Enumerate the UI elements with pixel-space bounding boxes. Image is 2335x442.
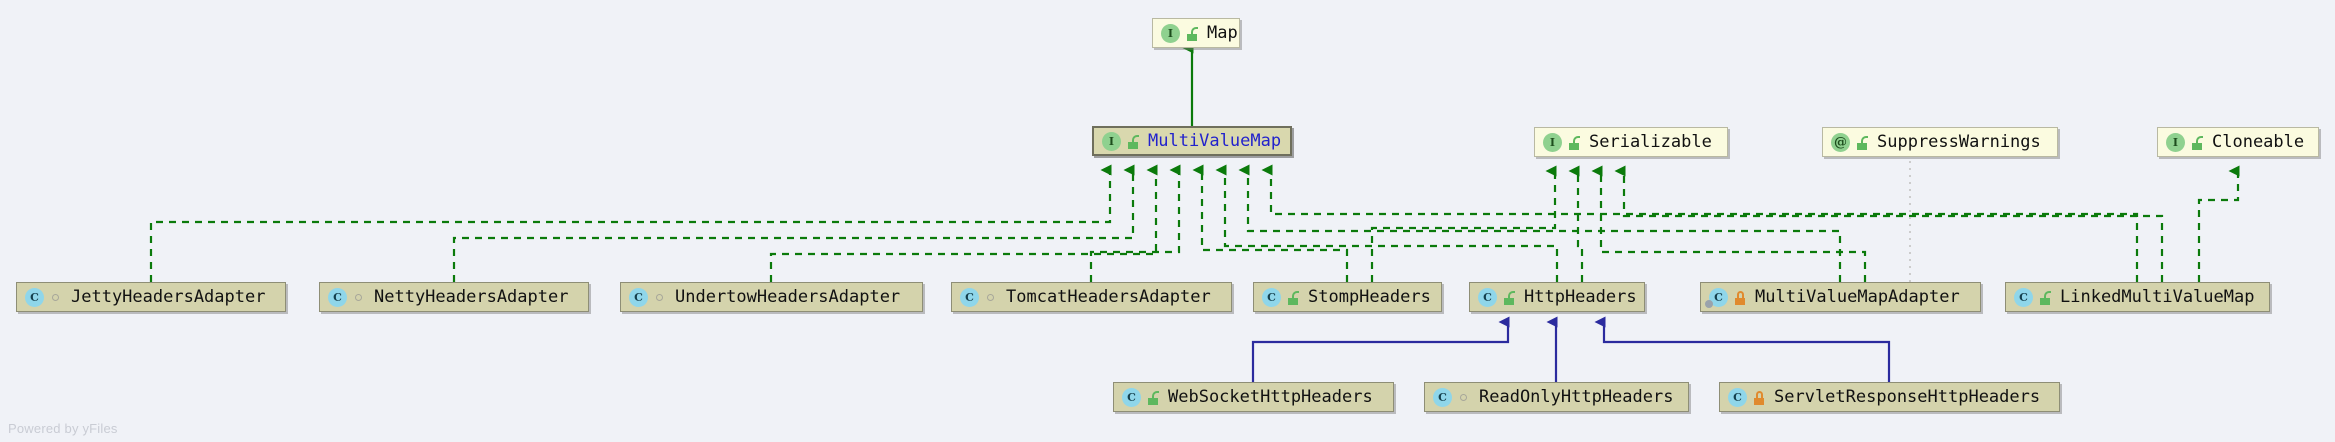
node-label: Serializable: [1589, 132, 1712, 152]
visibility-lock-closed-icon: [1733, 290, 1746, 305]
annotation-badge-icon: @: [1831, 132, 1850, 152]
visibility-lock-open-icon: [2190, 135, 2203, 150]
class-badge-icon: C: [960, 287, 979, 307]
class-badge-icon: C: [2014, 287, 2033, 307]
class-badge-icon: C: [1433, 387, 1452, 407]
edge-linkedmultivaluemap-to-cloneable: [2197, 165, 2240, 282]
node-multivaluemap[interactable]: I MultiValueMap: [1092, 126, 1292, 156]
class-badge-icon: C: [1122, 387, 1141, 407]
node-jettyheadersadapter[interactable]: C JettyHeadersAdapter: [16, 282, 286, 312]
node-cloneable[interactable]: I Cloneable: [2157, 127, 2319, 157]
class-badge-icon: C: [1478, 287, 1497, 307]
interface-badge-icon: I: [1161, 23, 1180, 43]
node-label: ServletResponseHttpHeaders: [1774, 387, 2041, 407]
visibility-lock-open-icon: [1286, 290, 1299, 305]
class-badge-icon: C: [629, 287, 648, 307]
node-label: StompHeaders: [1308, 287, 1431, 307]
visibility-package-icon: [352, 290, 365, 305]
class-badge-icon: C: [1262, 287, 1281, 307]
class-badge-icon: C: [328, 287, 347, 307]
abstract-class-badge-icon: C: [1705, 287, 1728, 308]
node-label: MultiValueMap: [1148, 131, 1282, 151]
node-label: Map: [1207, 23, 1238, 43]
node-label: SuppressWarnings: [1877, 132, 2041, 152]
visibility-package-icon: [49, 290, 62, 305]
node-label: MultiValueMapAdapter: [1755, 287, 1960, 307]
visibility-lock-open-icon: [1502, 290, 1515, 305]
node-nettyheadersadapter[interactable]: C NettyHeadersAdapter: [319, 282, 589, 312]
visibility-lock-open-icon: [2038, 290, 2051, 305]
visibility-lock-open-icon: [1146, 390, 1159, 405]
node-undertowheadersadapter[interactable]: C UndertowHeadersAdapter: [620, 282, 923, 312]
visibility-lock-open-icon: [1185, 26, 1198, 41]
yfiles-watermark: Powered by yFiles: [8, 421, 118, 436]
node-label: ReadOnlyHttpHeaders: [1479, 387, 1674, 407]
node-multivaluemapadapter[interactable]: C MultiValueMapAdapter: [1700, 282, 1981, 312]
visibility-lock-open-icon: [1126, 134, 1139, 149]
node-label: Cloneable: [2212, 132, 2305, 152]
node-label: HttpHeaders: [1524, 287, 1637, 307]
visibility-lock-open-icon: [1855, 135, 1868, 150]
node-label: WebSocketHttpHeaders: [1168, 387, 1373, 407]
visibility-package-icon: [1457, 390, 1470, 405]
node-tomcatheadersadapter[interactable]: C TomcatHeadersAdapter: [951, 282, 1232, 312]
node-readonlyhttpheaders[interactable]: C ReadOnlyHttpHeaders: [1424, 382, 1689, 412]
node-label: LinkedMultiValueMap: [2060, 287, 2255, 307]
node-httpheaders[interactable]: C HttpHeaders: [1469, 282, 1645, 312]
node-label: NettyHeadersAdapter: [374, 287, 569, 307]
node-map[interactable]: I Map: [1152, 18, 1240, 48]
class-badge-icon: C: [25, 287, 44, 307]
edge-group-to-serializable: [1370, 165, 2164, 282]
visibility-package-icon: [984, 290, 997, 305]
visibility-lock-open-icon: [1567, 135, 1580, 150]
node-serializable[interactable]: I Serializable: [1534, 127, 1728, 157]
node-label: JettyHeadersAdapter: [71, 287, 266, 307]
edge-group-to-httpheaders: [1251, 316, 1891, 382]
node-label: UndertowHeadersAdapter: [675, 287, 901, 307]
node-stompheaders[interactable]: C StompHeaders: [1253, 282, 1442, 312]
class-badge-icon: C: [1728, 387, 1747, 407]
node-label: TomcatHeadersAdapter: [1006, 287, 1211, 307]
interface-badge-icon: I: [1543, 132, 1562, 152]
edge-group-to-multivaluemap: [149, 164, 2139, 282]
node-websockethttpheaders[interactable]: C WebSocketHttpHeaders: [1113, 382, 1394, 412]
interface-badge-icon: I: [2166, 132, 2185, 152]
node-servletresponsehttpheaders[interactable]: C ServletResponseHttpHeaders: [1719, 382, 2060, 412]
node-suppresswarnings[interactable]: @ SuppressWarnings: [1822, 127, 2058, 157]
interface-badge-icon: I: [1102, 131, 1121, 151]
node-linkedmultivaluemap[interactable]: C LinkedMultiValueMap: [2005, 282, 2270, 312]
visibility-lock-closed-icon: [1752, 390, 1765, 405]
visibility-package-icon: [653, 290, 666, 305]
